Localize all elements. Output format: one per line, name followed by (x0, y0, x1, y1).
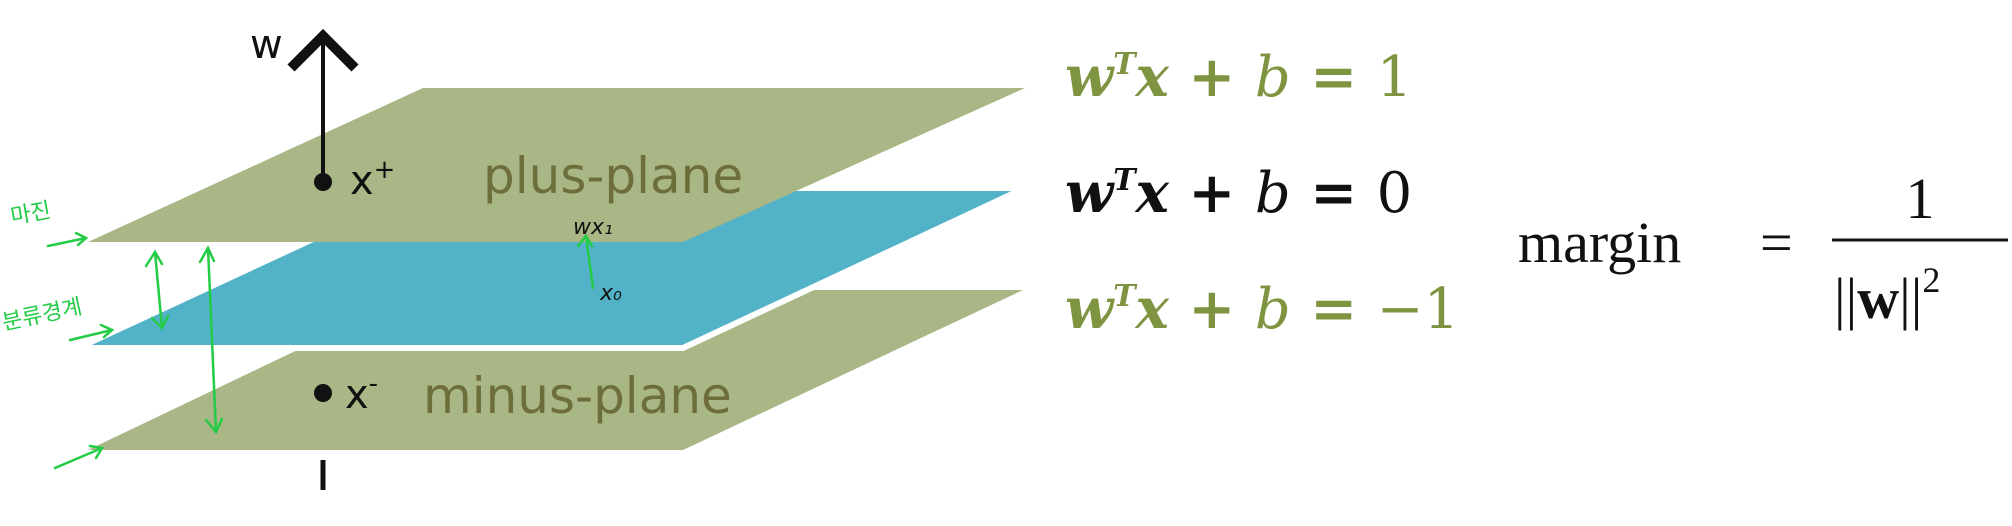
margin-formula-lhs: margin (1518, 210, 1681, 275)
minus-point (314, 384, 332, 402)
bottom-arrow (53, 446, 104, 470)
svg-text:wTx + b = −1: wTx + b = −1 (1065, 276, 1459, 342)
margin-formula-denominator: ||w||2 (1834, 260, 1940, 331)
w-axis-label: w (250, 22, 283, 68)
minus-point-label: x- (345, 369, 378, 418)
margin-formula-numerator: 1 (1906, 166, 1935, 231)
plus-plane-label: plus-plane (483, 147, 743, 205)
decision-boundary-equation: wTx + b = 0 (1065, 160, 1412, 226)
minus-plane-equation: wTx + b = −1 (1065, 276, 1459, 342)
plus-plane-equation: wTx + b = 1 (1065, 44, 1412, 110)
handwritten-annotations (46, 231, 595, 470)
short-margin-arrow (153, 250, 164, 330)
plus-point-label: x+ (350, 155, 395, 204)
annotation-w-note: wx₁ (573, 215, 613, 240)
annotation-x-note: x₀ (599, 281, 622, 306)
plus-plane (88, 88, 1025, 242)
minus-plane-label: minus-plane (423, 367, 732, 425)
annotation-margin-label: 마진 (9, 198, 53, 230)
plus-point (314, 173, 332, 191)
margin-arrow-top (46, 236, 88, 248)
boundary-arrow (68, 328, 114, 342)
margin-formula-equals: = (1760, 210, 1793, 275)
long-margin-arrow (206, 246, 218, 434)
w-note-arrow (584, 234, 595, 290)
annotation-boundary-label: 분류경계 (0, 295, 84, 336)
minus-plane (88, 290, 1023, 450)
svg-text:wTx + b = 1: wTx + b = 1 (1065, 44, 1412, 110)
margin-formula: margin = 1 ||w||2 (1518, 166, 2008, 331)
svg-text:wTx + b = 0: wTx + b = 0 (1065, 160, 1412, 226)
